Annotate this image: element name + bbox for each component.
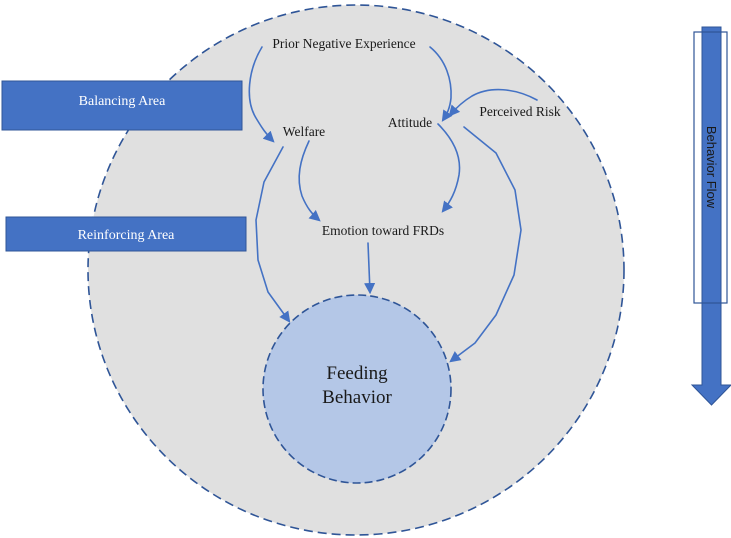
down-arrow-icon — [690, 26, 731, 406]
arrow-attitude-to-feeding — [449, 126, 522, 363]
node-prior-negative-experience: Prior Negative Experience — [272, 36, 415, 51]
balancing-area-label: Balancing Area — [79, 94, 166, 109]
arrow-risk-to-attitude — [448, 88, 538, 117]
arrow-experience-to-welfare — [248, 46, 275, 143]
reinforcing-area-label: Reinforcing Area — [78, 228, 176, 243]
arrow-attitude-to-emotion — [437, 123, 461, 213]
node-feeding-behavior-line1: Feeding — [326, 363, 388, 384]
node-perceived-risk: Perceived Risk — [479, 104, 561, 119]
reinforcing-area-box: Reinforcing Area — [5, 216, 247, 252]
feeding-behavior-circle — [262, 294, 452, 484]
arrow-welfare-to-emotion — [298, 140, 321, 222]
node-emotion-toward-frds: Emotion toward FRDs — [322, 223, 444, 238]
node-attitude: Attitude — [388, 115, 432, 130]
node-welfare: Welfare — [283, 124, 325, 139]
outer-boundary-circle — [87, 4, 625, 536]
arrow-welfare-to-feeding — [255, 146, 291, 323]
arrow-experience-to-attitude — [429, 46, 453, 122]
node-feeding-behavior-line2: Behavior — [322, 387, 392, 408]
arrow-emotion-to-feeding — [364, 242, 376, 295]
behavior-flow-arrow: Behavior Flow — [690, 26, 731, 406]
behavior-flow-label-box — [693, 31, 728, 304]
behavior-flow-label: Behavior Flow — [704, 126, 719, 209]
balancing-area-box: Balancing Area — [1, 80, 243, 131]
